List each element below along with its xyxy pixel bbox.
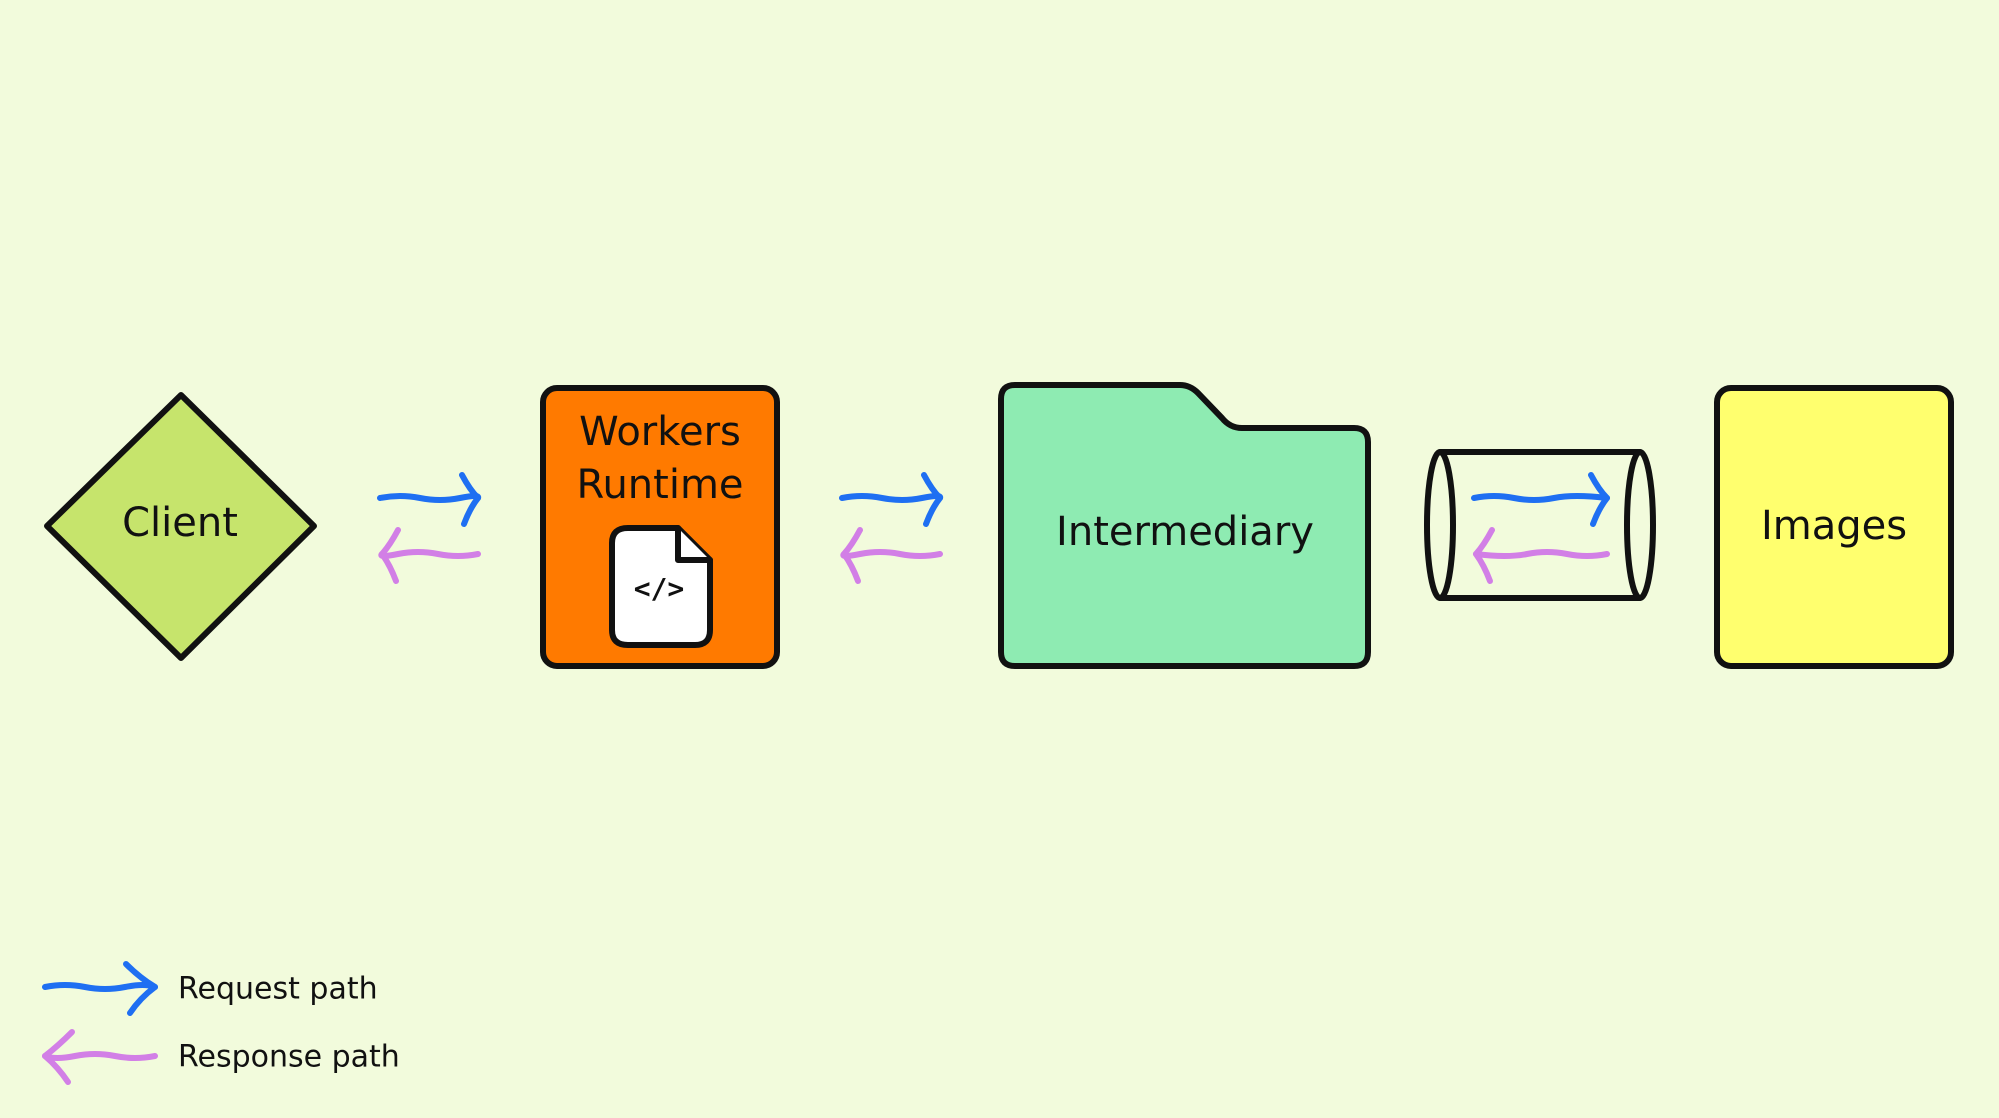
- workers-runtime-node: Workers Runtime </>: [540, 385, 780, 669]
- response-arrow: [840, 527, 943, 584]
- request-arrow: [1471, 472, 1610, 527]
- code-glyph: </>: [634, 572, 685, 605]
- images-box: [1714, 385, 1954, 669]
- client-workers-arrows: [377, 472, 482, 584]
- legend-request-label: Request path: [178, 972, 378, 1007]
- response-arrow-icon: [42, 1051, 158, 1061]
- code-file-icon: </>: [609, 525, 713, 648]
- images-label: Images: [1761, 503, 1907, 549]
- request-arrow: [839, 472, 944, 527]
- intermediary-node: Intermediary: [998, 382, 1371, 669]
- client-diamond: [44, 392, 317, 661]
- workers-label-line1: Workers: [579, 409, 741, 455]
- client-label: Client: [122, 500, 238, 546]
- request-arrow-icon: [42, 982, 158, 992]
- legend-request: Request path: [42, 961, 378, 1016]
- intermediary-label: Intermediary: [1056, 509, 1314, 555]
- legend-response: Response path: [42, 1029, 400, 1085]
- legend-response-label: Response path: [178, 1040, 400, 1075]
- legend: Request path Response path: [42, 961, 400, 1085]
- client-node: Client: [44, 392, 317, 661]
- images-node: Images: [1714, 385, 1954, 669]
- request-arrow: [377, 472, 482, 527]
- response-arrow: [378, 527, 481, 584]
- folder-icon: [998, 382, 1371, 669]
- workers-label-line2: Runtime: [576, 462, 743, 508]
- pipe-cylinder-icon: [1424, 449, 1656, 601]
- response-arrow: [1473, 527, 1610, 584]
- workers-intermediary-arrows: [839, 472, 944, 584]
